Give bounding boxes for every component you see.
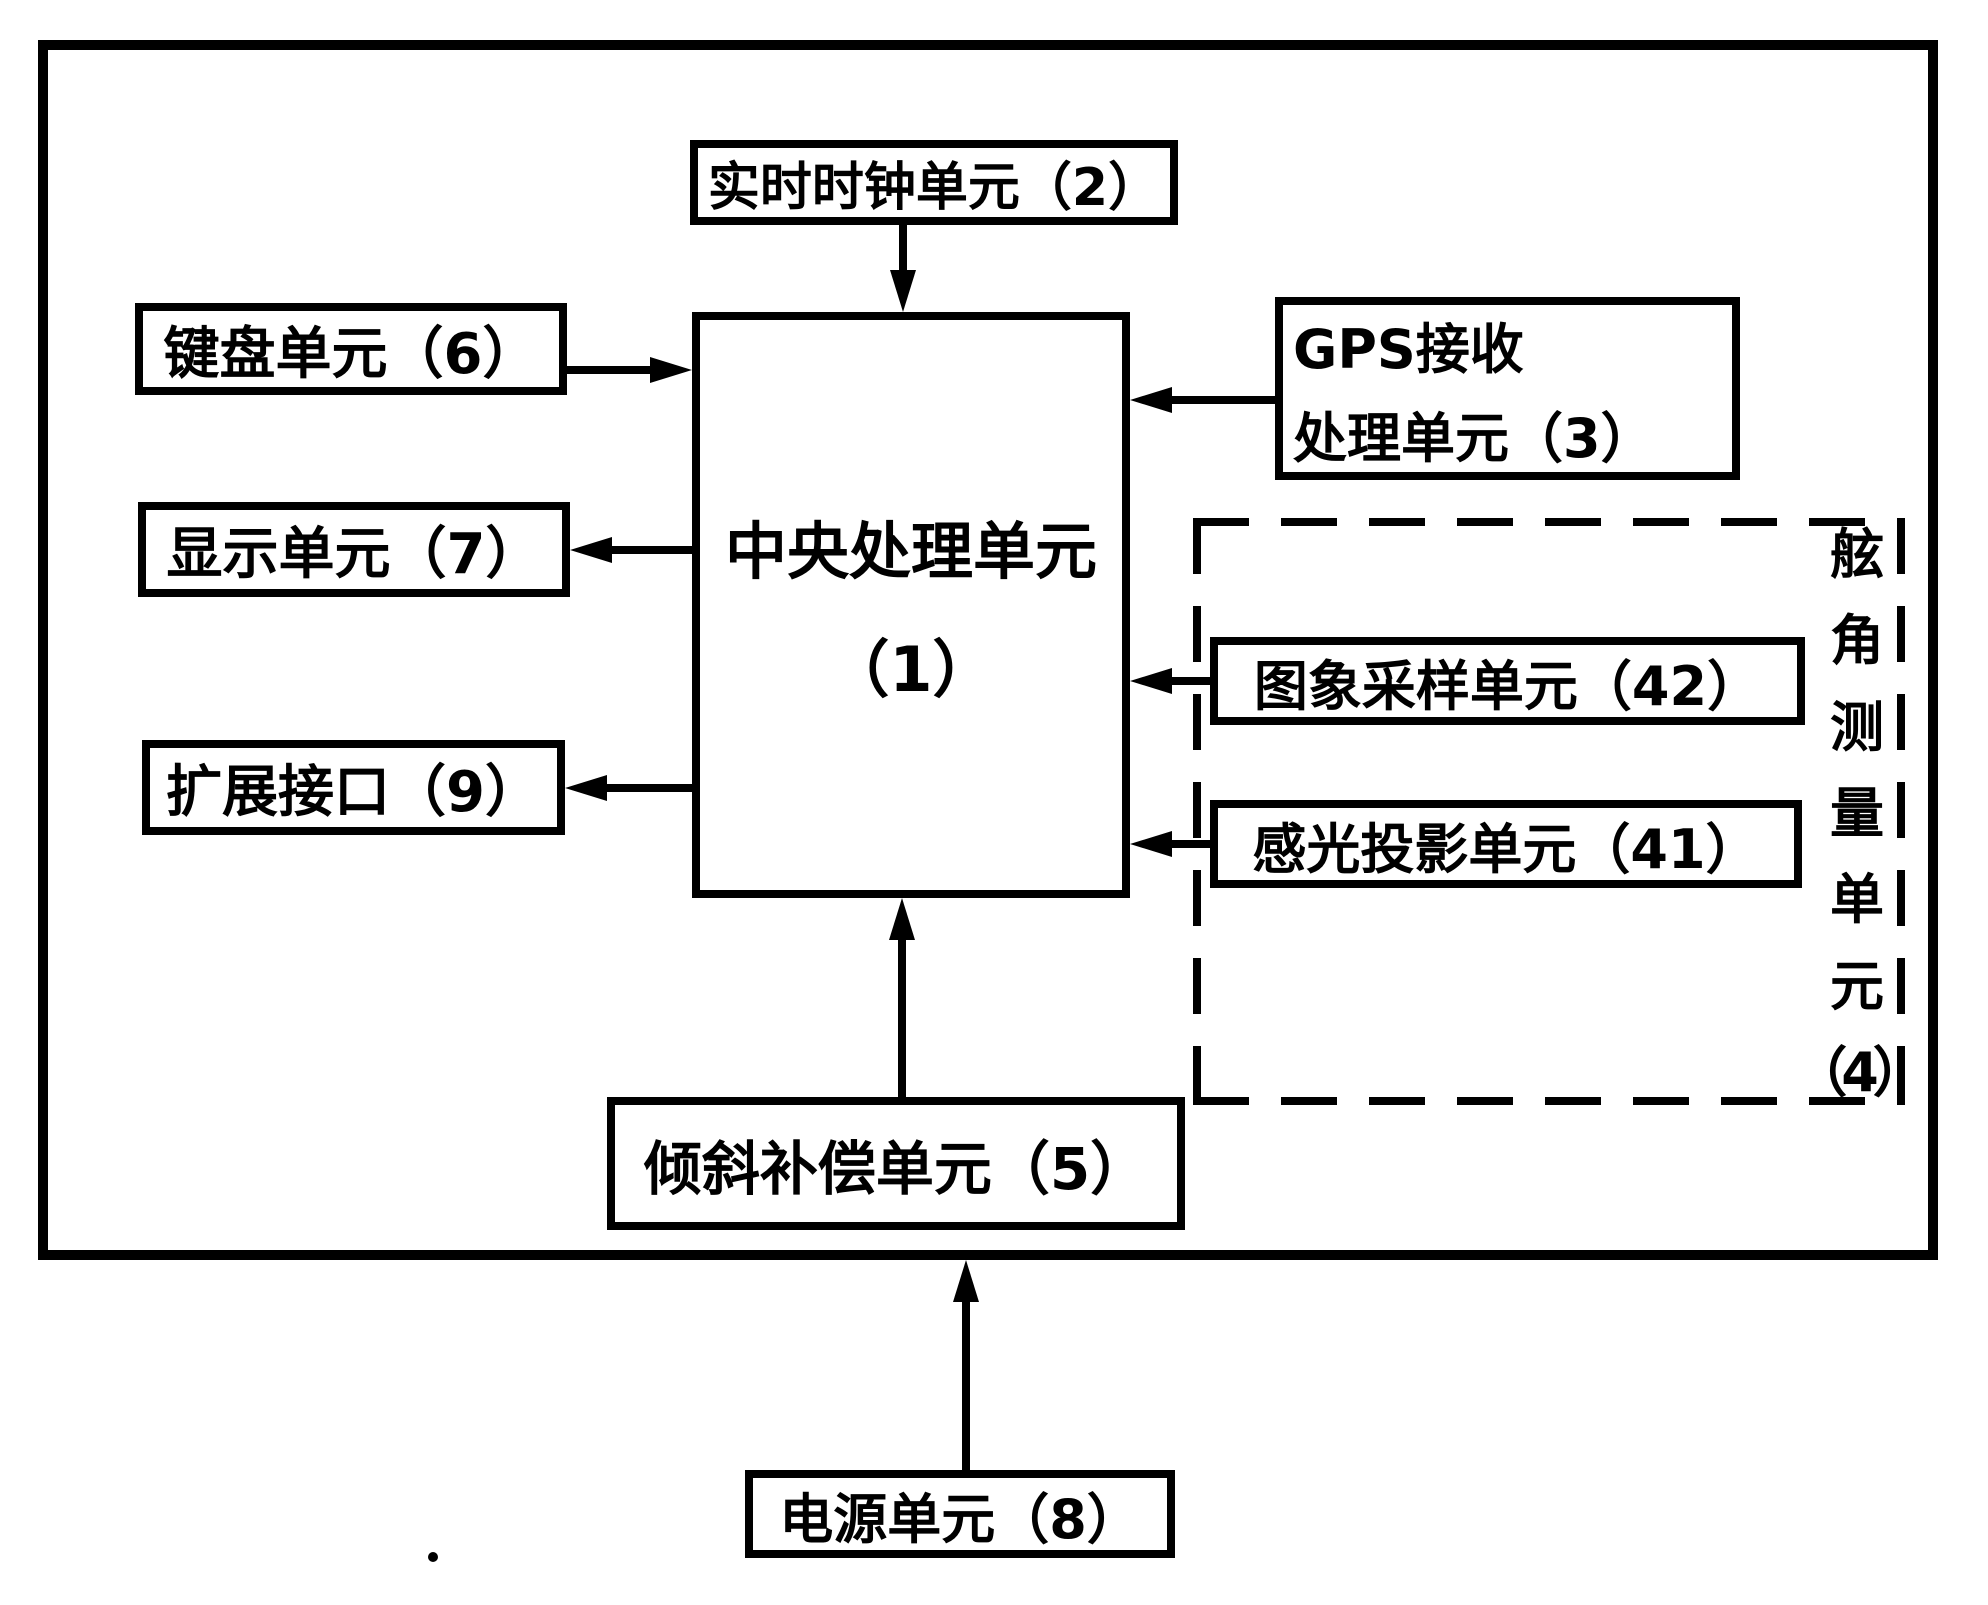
block-realtime-clock-unit: 实时时钟单元（2） xyxy=(690,140,1178,225)
block-keyboard-unit: 键盘单元（6） xyxy=(135,303,567,395)
arrow-left-icon xyxy=(1130,668,1172,694)
bearing-measure-unit-label: 舷 角 测 量 单 元 （4） xyxy=(1793,523,1927,1100)
block-gps-receive-process-unit: GPS接收 处理单元（3） xyxy=(1275,297,1740,480)
block-expansion-interface: 扩展接口（9） xyxy=(142,740,565,835)
bearing-label-char: 测 xyxy=(1830,695,1884,759)
block-label: 图象采样单元（42） xyxy=(1253,654,1762,718)
block-label: GPS接收 xyxy=(1293,317,1524,381)
block-label: 感光投影单元（41） xyxy=(1252,817,1760,881)
block-label: 处理单元（3） xyxy=(1293,406,1655,470)
connector-power-to-frame xyxy=(962,1296,970,1470)
arrow-left-icon xyxy=(1130,387,1172,413)
block-tilt-compensation-unit: 倾斜补偿单元（5） xyxy=(607,1097,1185,1230)
arrow-left-icon xyxy=(570,537,612,563)
block-label: 中央处理单元 xyxy=(724,515,1097,588)
arrow-up-icon xyxy=(953,1260,979,1302)
block-label: 显示单元（7） xyxy=(166,522,542,587)
dashed-box-top-border xyxy=(1193,518,1905,526)
block-label: 电源单元（8） xyxy=(779,1487,1141,1551)
bearing-label-number: （4） xyxy=(1793,1040,1927,1104)
arrow-left-icon xyxy=(565,775,607,801)
block-label: 倾斜补偿单元（5） xyxy=(643,1134,1149,1203)
block-number: （1） xyxy=(827,633,995,706)
block-label: 实时时钟单元（2） xyxy=(707,158,1161,218)
arrow-right-icon xyxy=(650,357,692,383)
connector-image-sampling-to-cpu xyxy=(1166,677,1210,685)
block-label: 键盘单元（6） xyxy=(163,321,539,387)
arrow-down-icon xyxy=(890,270,916,312)
bearing-label-char: 元 xyxy=(1830,954,1884,1018)
block-display-unit: 显示单元（7） xyxy=(138,502,570,597)
block-power-supply-unit: 电源单元（8） xyxy=(745,1470,1175,1558)
dashed-box-bottom-border xyxy=(1193,1097,1905,1105)
connector-cpu-to-expansion xyxy=(601,784,692,792)
connector-keyboard-to-cpu xyxy=(567,366,655,374)
stray-dot xyxy=(428,1552,438,1562)
connector-photo-projection-to-cpu xyxy=(1166,840,1210,848)
block-central-processing-unit: 中央处理单元 （1） xyxy=(692,312,1130,898)
connector-gps-to-cpu xyxy=(1166,396,1275,404)
arrow-left-icon xyxy=(1130,831,1172,857)
connector-tilt-to-cpu xyxy=(898,934,906,1097)
connector-cpu-to-display xyxy=(606,546,692,554)
bearing-label-char: 舷 xyxy=(1830,523,1884,586)
dashed-box-left-border xyxy=(1193,518,1201,1105)
bearing-label-char: 角 xyxy=(1830,609,1884,673)
block-label: 扩展接口（9） xyxy=(166,760,541,825)
arrow-up-icon xyxy=(889,898,915,940)
connector-clock-to-cpu xyxy=(899,223,907,280)
block-photosensitive-projection-unit: 感光投影单元（41） xyxy=(1210,800,1802,888)
dashed-box-right-border xyxy=(1897,518,1905,1105)
bearing-label-char: 量 xyxy=(1830,781,1884,845)
block-image-sampling-unit: 图象采样单元（42） xyxy=(1210,637,1805,725)
bearing-label-char: 单 xyxy=(1830,868,1884,932)
